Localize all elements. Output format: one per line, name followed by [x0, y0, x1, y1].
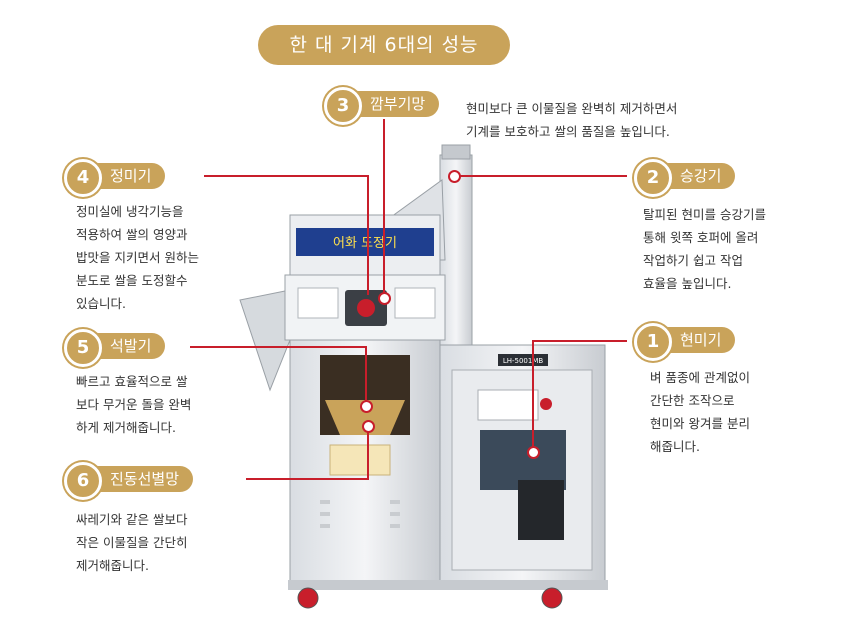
desc-stone-separator: 빠르고 효율적으로 쌀 보다 무거운 돌을 완벽 하게 제거해줍니다. — [76, 374, 192, 435]
pointer-line — [367, 175, 369, 295]
tag-label: 정미기 — [110, 167, 152, 185]
rice-mill-machine-illustration: 어화 도정기 LH-5001MB — [239, 144, 608, 609]
desc-elevator: 탈피된 현미를 승강기를 통해 윗쪽 호퍼에 올려 작업하기 쉽고 작업 효율을… — [643, 207, 766, 291]
pointer-line — [455, 175, 627, 177]
pointer-dot — [527, 446, 540, 459]
pointer-dot — [448, 170, 461, 183]
number-badge: 2 — [634, 159, 672, 197]
tag-husk-screen: 3 깜부기망 — [324, 87, 440, 125]
tag-label: 현미기 — [680, 331, 722, 349]
pointer-line — [533, 340, 627, 342]
pointer-line — [246, 478, 368, 480]
pointer-dot — [360, 400, 373, 413]
page-title: 한 대 기계 6대의 성능 — [258, 25, 510, 65]
desc-husker: 벼 품종에 관계없이 간단한 조작으로 현미와 왕겨를 분리 해줍니다. — [650, 370, 750, 454]
number-badge: 5 — [64, 329, 102, 367]
tag-vibration-screen: 6 진동선별망 — [64, 462, 194, 500]
tag-whitening-machine: 4 정미기 — [64, 159, 166, 197]
tag-stone-separator: 5 석발기 — [64, 329, 166, 367]
tag-elevator: 2 승강기 — [634, 159, 736, 197]
pointer-line — [204, 175, 368, 177]
pointer-dot — [362, 420, 375, 433]
desc-vibration-screen: 싸레기와 같은 쌀보다 작은 이물질을 간단히 제거해줍니다. — [76, 512, 188, 573]
pointer-line — [532, 340, 534, 450]
pointer-line — [367, 426, 369, 480]
tag-husker: 1 현미기 — [634, 323, 736, 361]
pointer-line — [190, 346, 366, 348]
model-label: LH-5001MB — [503, 357, 544, 365]
brand-sign: 어화 도정기 — [333, 236, 397, 251]
pointer-line — [365, 346, 367, 406]
tag-label: 석발기 — [110, 337, 152, 355]
number-badge: 1 — [634, 323, 672, 361]
desc-whitening-machine: 정미실에 냉각기능을 적용하여 쌀의 영양과 밥맛을 지키면서 원하는 분도로 … — [76, 204, 199, 311]
tag-label: 승강기 — [680, 167, 722, 185]
tag-label: 깜부기망 — [370, 95, 426, 113]
number-badge: 3 — [324, 87, 362, 125]
pointer-dot — [378, 292, 391, 305]
desc-husk-screen: 현미보다 큰 이물질을 완벽히 제거하면서 기계를 보호하고 쌀의 품질을 높입… — [466, 101, 678, 139]
number-badge: 4 — [64, 159, 102, 197]
number-badge: 6 — [64, 462, 102, 500]
pointer-line — [383, 119, 385, 299]
tag-label: 진동선별망 — [110, 470, 180, 488]
